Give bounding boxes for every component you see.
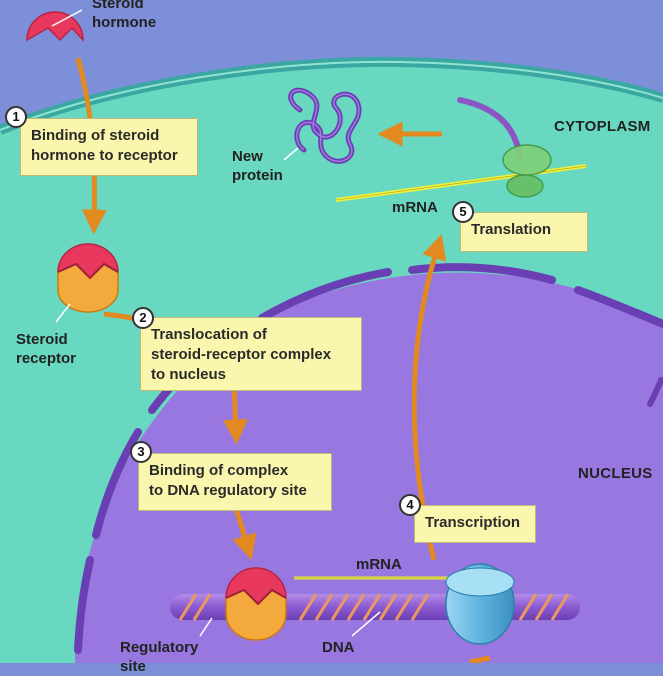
cytoplasm-label: CYTOPLASM: [554, 118, 651, 135]
step-3-box: Binding of complex to DNA regulatory sit…: [138, 453, 332, 511]
nuclear-envelope: [74, 263, 663, 654]
step-2-number: 2: [132, 307, 154, 329]
step-4-box: Transcription: [414, 505, 536, 543]
step-4-number: 4: [399, 494, 421, 516]
steroid-hormone-molecule: [26, 11, 84, 42]
nucleus-label: NUCLEUS: [578, 465, 653, 482]
ribosome: [502, 144, 552, 198]
step-5-box: Translation: [460, 212, 588, 252]
steroid-hormone-label: Steroid hormone: [92, 0, 157, 31]
step-3-number: 3: [130, 441, 152, 463]
bound-steroid-receptor-complex: [225, 567, 287, 641]
new-protein-label: New protein: [232, 148, 283, 184]
steroid-receptor-complex: [57, 243, 119, 313]
step-2-box: Translocation of steroid-receptor comple…: [140, 317, 362, 391]
step-1-number: 1: [5, 106, 27, 128]
dna-label: DNA: [322, 639, 355, 656]
mrna-cytoplasm-label: mRNA: [392, 199, 438, 216]
arrow-complex-to-dna: [232, 507, 257, 560]
step-1-box: Binding of steroid hormone to receptor: [20, 118, 198, 176]
steroid-receptor-label: Steroid receptor: [16, 331, 77, 367]
regulatory-site-label: Regulatory site: [120, 639, 199, 675]
rna-polymerase: [445, 563, 515, 645]
step-5-number: 5: [452, 201, 474, 223]
mrna-nucleus-label: mRNA: [356, 556, 402, 573]
